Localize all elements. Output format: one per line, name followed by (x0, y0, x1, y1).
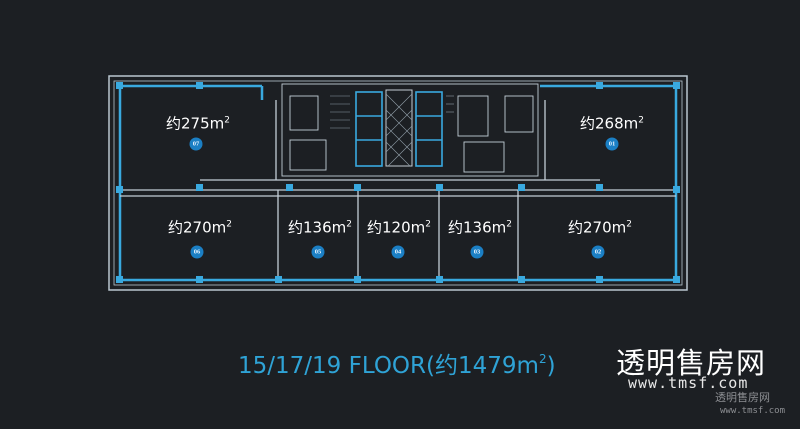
unit-area-label: 约136m2 (448, 218, 512, 237)
glass-facade (118, 84, 678, 282)
building-core (281, 83, 539, 177)
unit-area-label: 约270m2 (568, 218, 632, 237)
stair-hatch (330, 93, 454, 167)
corner-watermark-name: 透明售房网 (715, 391, 770, 404)
corner-watermark-url: www.tmsf.com (720, 406, 786, 416)
unit-number-badge: 03 (470, 245, 484, 259)
elevator-shafts (355, 89, 443, 167)
unit-area-label: 约136m2 (288, 218, 352, 237)
floor-title: 15/17/19 FLOOR(约1479m2) (238, 352, 556, 379)
unit-number-badge: 02 (591, 245, 605, 259)
unit-number-badge: 07 (189, 137, 203, 151)
partition-walls (120, 100, 676, 280)
watermark-site-name: 透明售房网 (616, 346, 767, 380)
unit-area-label: 约270m2 (168, 218, 232, 237)
building-outline (108, 75, 688, 291)
unit-area-label: 约268m2 (580, 114, 644, 133)
unit-number-badge: 01 (605, 137, 619, 151)
unit-area-label: 约120m2 (367, 218, 431, 237)
watermark-url: www.tmsf.com (628, 374, 749, 392)
structural-columns (116, 82, 680, 283)
unit-number-badge: 04 (391, 245, 405, 259)
unit-number-badge: 06 (190, 245, 204, 259)
unit-area-label: 约275m2 (166, 114, 230, 133)
unit-number-badge: 05 (311, 245, 325, 259)
